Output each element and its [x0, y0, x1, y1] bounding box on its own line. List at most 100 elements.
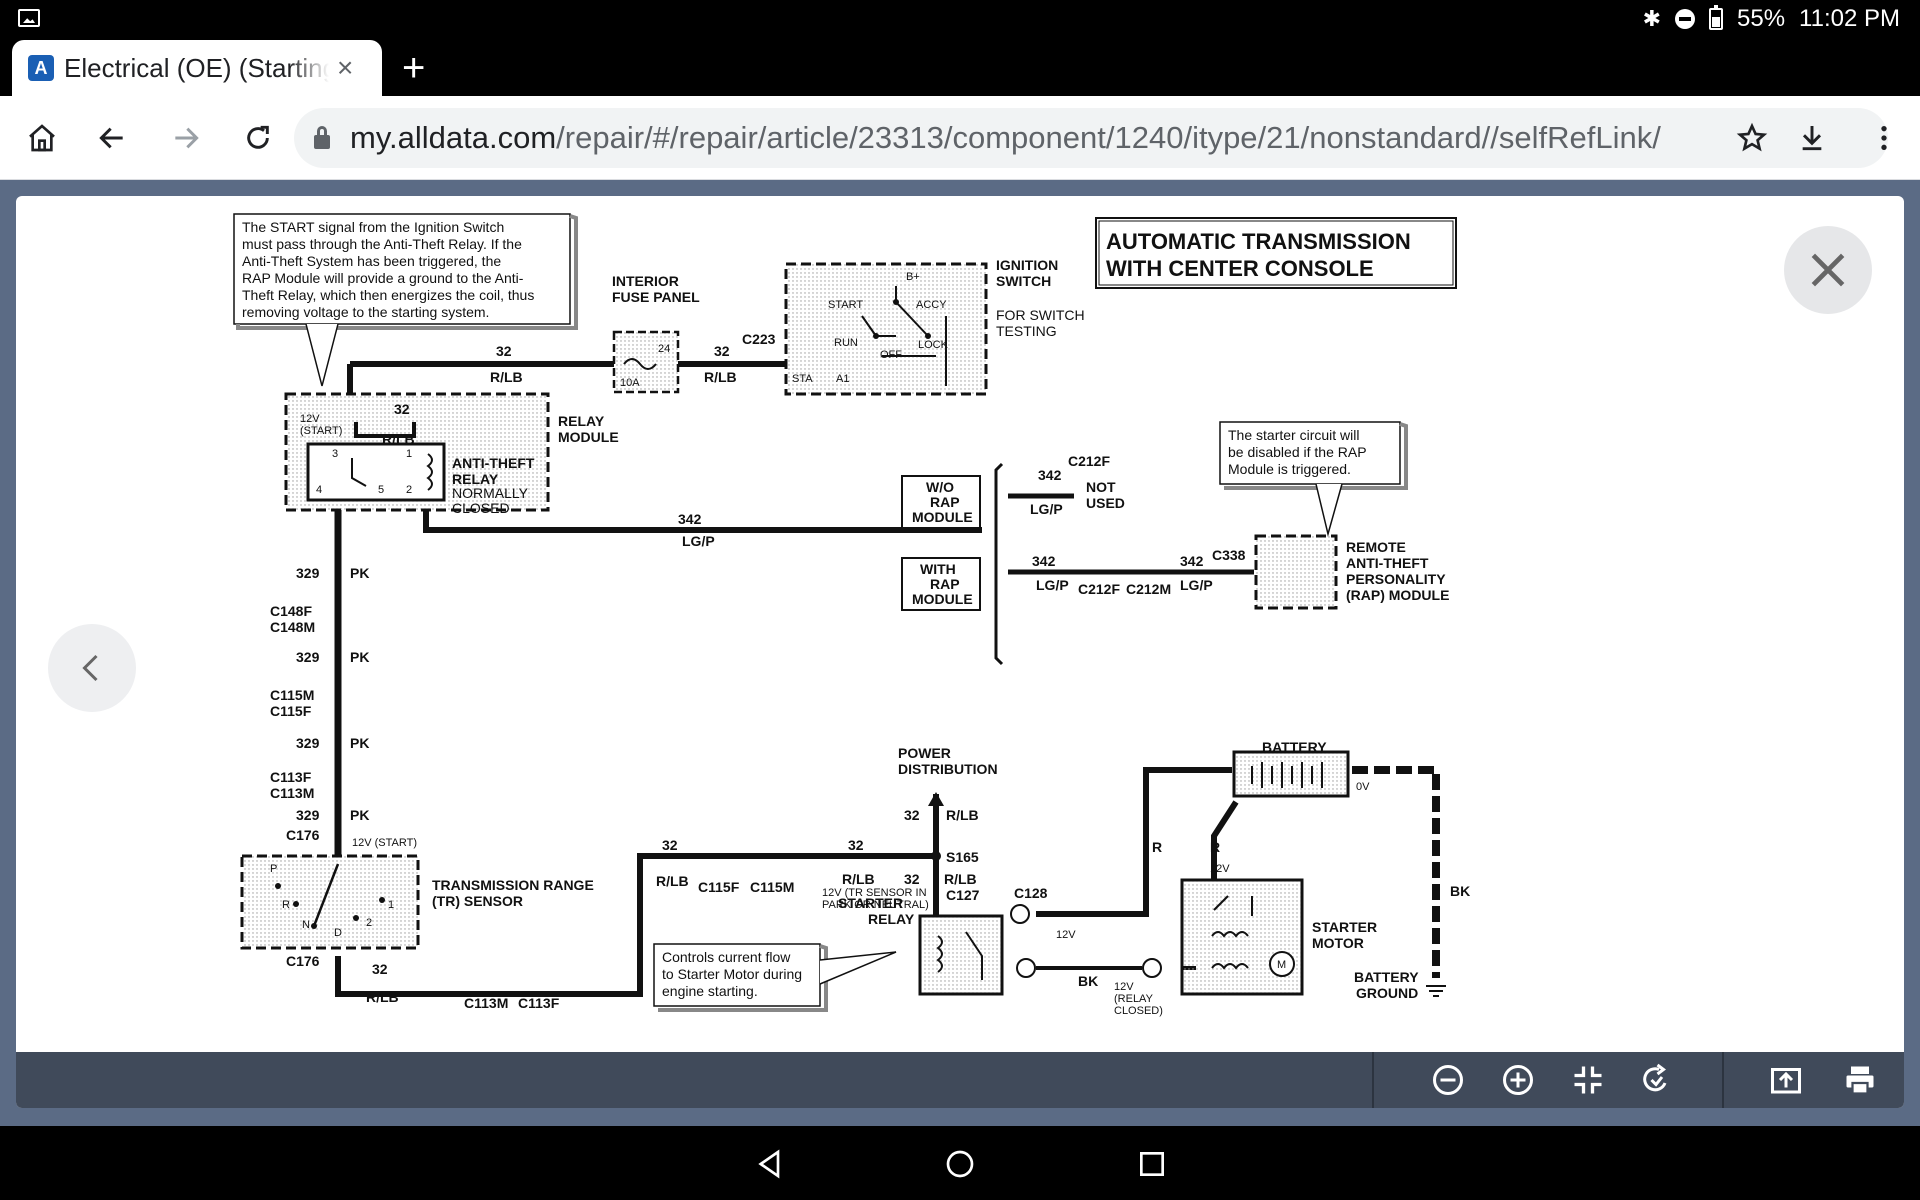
battery-ground: BATTERY GROUND	[1354, 969, 1446, 1001]
wire-rlb-e: R/LB	[656, 873, 689, 889]
nav-recents-button[interactable]	[1130, 1142, 1174, 1186]
star-icon	[1736, 122, 1768, 152]
wire-bk-b: BK	[1450, 883, 1470, 899]
rap-module: REMOTE ANTI-THEFT PERSONALITY (RAP) MODU…	[1254, 534, 1449, 610]
rotate-button[interactable]	[1636, 1060, 1676, 1100]
switch-testing-label1: FOR SWITCH	[996, 307, 1085, 323]
tr-note-line1: 12V (TR SENSOR IN	[822, 887, 927, 899]
tr-sensor-label1: TRANSMISSION RANGE	[432, 877, 594, 893]
switch-pos-accy: ACCY	[916, 299, 947, 311]
back-button[interactable]	[88, 114, 136, 162]
wire-12v-a: 12V	[1056, 929, 1076, 941]
note-top-line5: Theft Relay, which then energizes the co…	[242, 287, 534, 303]
wire-r-b: R	[1210, 839, 1220, 855]
wire-329-d: 329	[296, 807, 320, 823]
wo-rap-label3: MODULE	[912, 509, 973, 525]
note-starter-line3: engine starting.	[662, 983, 758, 999]
relay-pin-4: 4	[316, 484, 322, 496]
reload-button[interactable]	[234, 114, 282, 162]
bookmark-button[interactable]	[1728, 114, 1776, 162]
tr-note-line2: PARK OR NEUTRAL)	[822, 899, 929, 911]
reload-icon	[247, 125, 269, 149]
overflow-menu-button[interactable]	[1860, 114, 1908, 162]
starter-motor-label1: STARTER	[1312, 919, 1377, 935]
lock-icon	[314, 126, 330, 149]
wire-32-h: 32	[904, 871, 920, 887]
connector-c212f-a: C212F	[1068, 453, 1110, 469]
wire-pk-b: PK	[350, 649, 369, 665]
wire-342-b: 342	[1038, 467, 1062, 483]
previous-image-button[interactable]	[48, 624, 136, 712]
triangle-back-icon	[758, 1149, 780, 1179]
diagram-title-line2: WITH CENTER CONSOLE	[1106, 256, 1374, 281]
note-top-line6: removing voltage to the starting system.	[242, 304, 489, 320]
wire-rlb-a: R/LB	[490, 369, 523, 385]
normally-closed-label2: CLOSED	[452, 500, 510, 516]
connector-c115f-a: C115F	[270, 703, 312, 719]
more-vert-icon	[1881, 126, 1887, 150]
gallery-notification-icon	[18, 9, 40, 27]
share-button[interactable]	[1766, 1060, 1806, 1100]
zoom-in-icon	[1503, 1065, 1533, 1095]
square-recents-icon	[1140, 1152, 1164, 1176]
url-path: /repair/#/repair/article/23313/component…	[556, 120, 1661, 155]
fit-screen-button[interactable]	[1568, 1060, 1608, 1100]
tr-pos-r: R	[282, 899, 290, 911]
bluetooth-icon: ✱	[1642, 6, 1661, 31]
wire-pk-d: PK	[350, 807, 369, 823]
wire-32-b: 32	[714, 343, 730, 359]
interior-fuse-panel: INTERIOR FUSE PANEL 24 10A	[612, 273, 700, 394]
zoom-in-button[interactable]	[1498, 1060, 1538, 1100]
image-viewer: AUTOMATIC TRANSMISSION WITH CENTER CONSO…	[16, 196, 1904, 1108]
print-button[interactable]	[1840, 1060, 1880, 1100]
close-icon	[1811, 253, 1845, 287]
toolbar-divider	[1372, 1052, 1374, 1108]
nav-back-button[interactable]	[748, 1142, 792, 1186]
tab-close-button[interactable]: ×	[337, 52, 354, 83]
tr-pos-2: 2	[366, 917, 372, 929]
note-starter-line2: to Starter Motor during	[662, 966, 802, 982]
note-top-line3: Anti-Theft System has been triggered, th…	[242, 253, 501, 269]
tr-sensor: P R N D 2 1 TRANSMISSION RANGE (TR) SENS…	[240, 854, 594, 950]
battery-percent: 55%	[1737, 5, 1786, 32]
remote-rap-label2: ANTI-THEFT	[1346, 555, 1429, 571]
tr-pos-n: N	[302, 919, 310, 931]
browser-tab-active[interactable]: A Electrical (OE) (Starting System) ×	[12, 40, 382, 96]
starter-relay: STARTER RELAY	[838, 895, 1162, 996]
wire-32-d: 32	[372, 961, 388, 977]
wire-rlb-g: R/LB	[946, 807, 979, 823]
close-viewer-button[interactable]	[1784, 226, 1872, 314]
forward-arrow-icon	[175, 127, 199, 149]
zoom-out-button[interactable]	[1428, 1060, 1468, 1100]
wire-lgp-d: LG/P	[1180, 577, 1213, 593]
url-host: my.alldata.com	[350, 120, 557, 155]
wo-rap-label1: W/O	[926, 479, 954, 495]
download-icon	[1802, 126, 1822, 151]
battery-ground-label1: BATTERY	[1354, 969, 1419, 985]
circle-home-icon	[946, 1150, 974, 1178]
home-button[interactable]	[18, 114, 66, 162]
with-rap-label3: MODULE	[912, 591, 973, 607]
note-top-line1: The START signal from the Ignition Switc…	[242, 219, 504, 235]
relay-pin-1: 1	[406, 448, 412, 460]
wire-0v: 0V	[1356, 781, 1370, 793]
print-icon	[1846, 1066, 1874, 1095]
share-icon	[1771, 1068, 1801, 1094]
switch-pos-sta: STA	[792, 373, 813, 385]
nav-home-button[interactable]	[938, 1142, 982, 1186]
starter-motor-label2: MOTOR	[1312, 935, 1364, 951]
address-bar[interactable]: my.alldata.com/repair/#/repair/article/2…	[294, 108, 1888, 168]
wire-rlb-c: R/LB	[382, 431, 415, 447]
wire-pk-a: PK	[350, 565, 369, 581]
back-arrow-icon	[99, 127, 123, 149]
url-text[interactable]: my.alldata.com/repair/#/repair/article/2…	[350, 120, 1710, 156]
new-tab-button[interactable]: +	[402, 46, 426, 90]
forward-button[interactable]	[162, 114, 210, 162]
download-button[interactable]	[1788, 114, 1836, 162]
wire-pk-c: PK	[350, 735, 369, 751]
fuse-panel-label2: FUSE PANEL	[612, 289, 700, 305]
page-content: AUTOMATIC TRANSMISSION WITH CENTER CONSO…	[0, 180, 1920, 1126]
relay-closed-line1: 12V	[1114, 981, 1134, 993]
wire-r-a: R	[1152, 839, 1162, 855]
wire-32-c: 32	[394, 401, 410, 417]
